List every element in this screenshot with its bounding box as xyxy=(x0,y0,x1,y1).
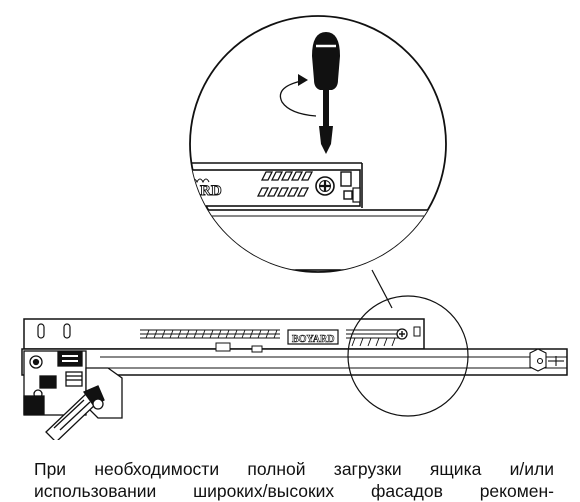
detail-rail-lower xyxy=(190,209,446,271)
screw-icon xyxy=(315,176,335,196)
detail-slots xyxy=(256,171,314,197)
detail-circle xyxy=(189,15,447,273)
drawer-rail: BOYARD xyxy=(21,318,568,440)
front-lock-mechanism xyxy=(23,350,123,440)
installation-diagram: RD xyxy=(21,15,568,440)
rail-brand-label: BOYARD xyxy=(292,334,334,345)
detail-brand-label: RD xyxy=(200,183,222,199)
rail-slots xyxy=(140,329,404,347)
rail-end-cap xyxy=(529,348,564,372)
caption-line-1: При необходимости полной загрузки ящика … xyxy=(34,459,554,479)
screwdriver-icon xyxy=(312,32,340,154)
detail-locator-circle xyxy=(347,295,469,417)
rail-screw-icon xyxy=(396,328,408,340)
leader-line xyxy=(371,269,393,309)
detail-view: RD xyxy=(189,15,447,273)
caption-line-2: использовании широких/высоких фасадов ре… xyxy=(34,481,554,501)
rotation-arrow-icon xyxy=(279,74,317,117)
